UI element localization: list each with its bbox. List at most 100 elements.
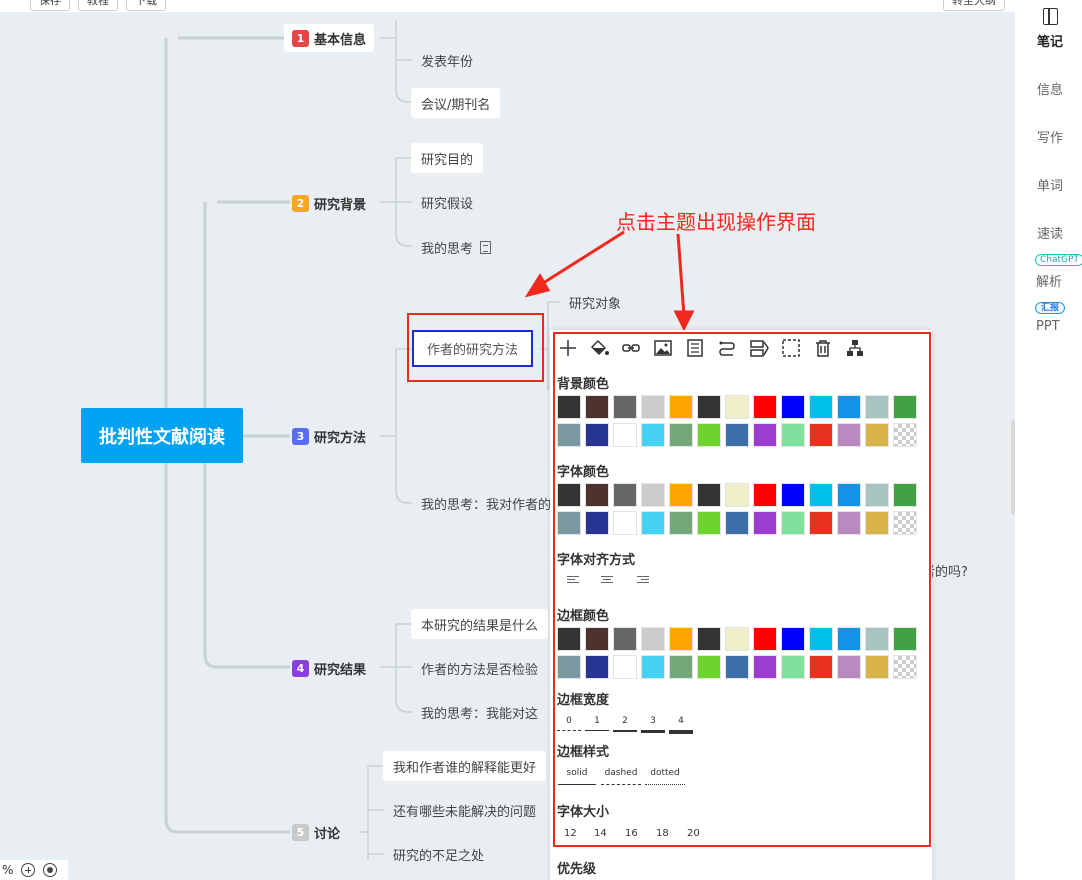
sidebar-item-notes[interactable]: 笔记 — [1036, 35, 1063, 50]
font-size-14[interactable]: 14 — [594, 828, 607, 839]
leaf-unsolved[interactable]: 还有哪些未能解决的问题 — [393, 804, 537, 820]
color-swatch[interactable] — [585, 627, 609, 651]
topic-basic-info[interactable]: 1 基本信息 — [284, 24, 375, 52]
color-swatch[interactable] — [585, 483, 609, 507]
canvas-scrollbar[interactable] — [1011, 420, 1017, 515]
color-swatch[interactable] — [613, 483, 637, 507]
color-swatch[interactable] — [781, 483, 805, 507]
color-swatch[interactable] — [725, 423, 749, 447]
color-swatch[interactable] — [865, 511, 889, 535]
color-swatch[interactable] — [893, 395, 917, 419]
leaf-limitations[interactable]: 研究的不足之处 — [393, 848, 485, 864]
zoom-in-icon[interactable] — [21, 863, 36, 877]
fill-icon[interactable] — [588, 337, 610, 359]
leaf-my-thinking[interactable]: 我的思考 — [411, 232, 501, 262]
list-icon[interactable] — [684, 337, 706, 359]
frame-icon[interactable] — [780, 337, 802, 359]
color-swatch[interactable] — [893, 627, 917, 651]
transparent-swatch[interactable] — [893, 655, 917, 679]
color-swatch[interactable] — [753, 655, 777, 679]
delete-icon[interactable] — [812, 337, 834, 359]
color-swatch[interactable] — [865, 655, 889, 679]
color-swatch[interactable] — [557, 483, 581, 507]
color-swatch[interactable] — [837, 627, 861, 651]
add-icon[interactable] — [557, 337, 579, 359]
color-swatch[interactable] — [725, 395, 749, 419]
topic-results[interactable]: 4 研究结果 — [284, 654, 374, 682]
color-swatch[interactable] — [753, 395, 777, 419]
link-icon[interactable] — [620, 337, 642, 359]
leaf-truncated[interactable]: 者的吗? — [922, 564, 968, 580]
color-swatch[interactable] — [753, 627, 777, 651]
color-swatch[interactable] — [697, 483, 721, 507]
download-button[interactable]: 下载 — [126, 0, 166, 11]
border-width-2[interactable]: 2 — [613, 716, 637, 732]
color-swatch[interactable] — [697, 395, 721, 419]
color-swatch[interactable] — [865, 483, 889, 507]
color-swatch[interactable] — [781, 395, 805, 419]
font-size-16[interactable]: 16 — [625, 828, 638, 839]
color-swatch[interactable] — [809, 395, 833, 419]
color-swatch[interactable] — [809, 511, 833, 535]
font-size-12[interactable]: 12 — [564, 828, 577, 839]
transparent-swatch[interactable] — [893, 423, 917, 447]
leaf-method-thinking[interactable]: 我的思考：我对作者的 — [421, 497, 552, 513]
notes-icon[interactable] — [1043, 8, 1058, 25]
topic-discussion[interactable]: 5 讨论 — [284, 818, 348, 846]
color-swatch[interactable] — [809, 423, 833, 447]
color-swatch[interactable] — [865, 423, 889, 447]
color-swatch[interactable] — [697, 511, 721, 535]
sidebar-item-speed-read[interactable]: 速读 — [1036, 227, 1063, 242]
color-swatch[interactable] — [725, 483, 749, 507]
sidebar-item-ppt[interactable]: PPT — [1036, 319, 1060, 334]
leaf-research-subject[interactable]: 研究对象 — [569, 296, 622, 312]
color-swatch[interactable] — [781, 511, 805, 535]
color-swatch[interactable] — [809, 627, 833, 651]
color-swatch[interactable] — [557, 655, 581, 679]
topic-method[interactable]: 3 研究方法 — [284, 422, 374, 450]
locate-icon[interactable] — [43, 863, 58, 877]
color-swatch[interactable] — [557, 511, 581, 535]
color-swatch[interactable] — [669, 483, 693, 507]
color-swatch[interactable] — [557, 423, 581, 447]
color-swatch[interactable] — [641, 483, 665, 507]
leaf-purpose[interactable]: 研究目的 — [411, 143, 484, 173]
border-width-0[interactable]: 0 — [557, 716, 581, 731]
color-swatch[interactable] — [669, 655, 693, 679]
color-swatch[interactable] — [613, 423, 637, 447]
color-swatch[interactable] — [613, 627, 637, 651]
leaf-hypothesis[interactable]: 研究假设 — [421, 196, 474, 212]
structure-icon[interactable] — [844, 337, 866, 359]
sidebar-item-analysis[interactable]: 解析 — [1036, 275, 1063, 290]
align-left-icon[interactable] — [567, 576, 579, 587]
leaf-publish-year[interactable]: 发表年份 — [421, 54, 474, 70]
font-size-20[interactable]: 20 — [687, 828, 700, 839]
color-swatch[interactable] — [641, 655, 665, 679]
color-swatch[interactable] — [641, 423, 665, 447]
summary-icon[interactable] — [748, 337, 770, 359]
color-swatch[interactable] — [837, 395, 861, 419]
color-swatch[interactable] — [865, 395, 889, 419]
leaf-author-method[interactable]: 作者的研究方法 — [412, 330, 533, 367]
save-button[interactable]: 保存 — [30, 0, 70, 11]
color-swatch[interactable] — [837, 483, 861, 507]
color-swatch[interactable] — [725, 655, 749, 679]
border-style-dashed[interactable]: dashed — [601, 768, 641, 785]
border-style-dotted[interactable]: dotted — [645, 768, 685, 785]
color-swatch[interactable] — [641, 395, 665, 419]
color-swatch[interactable] — [837, 511, 861, 535]
color-swatch[interactable] — [725, 511, 749, 535]
root-topic[interactable]: 批判性文献阅读 — [81, 408, 243, 463]
color-swatch[interactable] — [585, 423, 609, 447]
sidebar-item-words[interactable]: 单词 — [1036, 179, 1063, 194]
topic-background[interactable]: 2 研究背景 — [284, 189, 374, 217]
align-right-icon[interactable] — [637, 576, 649, 587]
border-width-4[interactable]: 4 — [669, 716, 693, 734]
color-swatch[interactable] — [781, 627, 805, 651]
border-style-solid[interactable]: solid — [558, 768, 596, 785]
font-size-18[interactable]: 18 — [656, 828, 669, 839]
color-swatch[interactable] — [753, 483, 777, 507]
color-swatch[interactable] — [585, 395, 609, 419]
color-swatch[interactable] — [697, 627, 721, 651]
image-icon[interactable] — [652, 337, 674, 359]
